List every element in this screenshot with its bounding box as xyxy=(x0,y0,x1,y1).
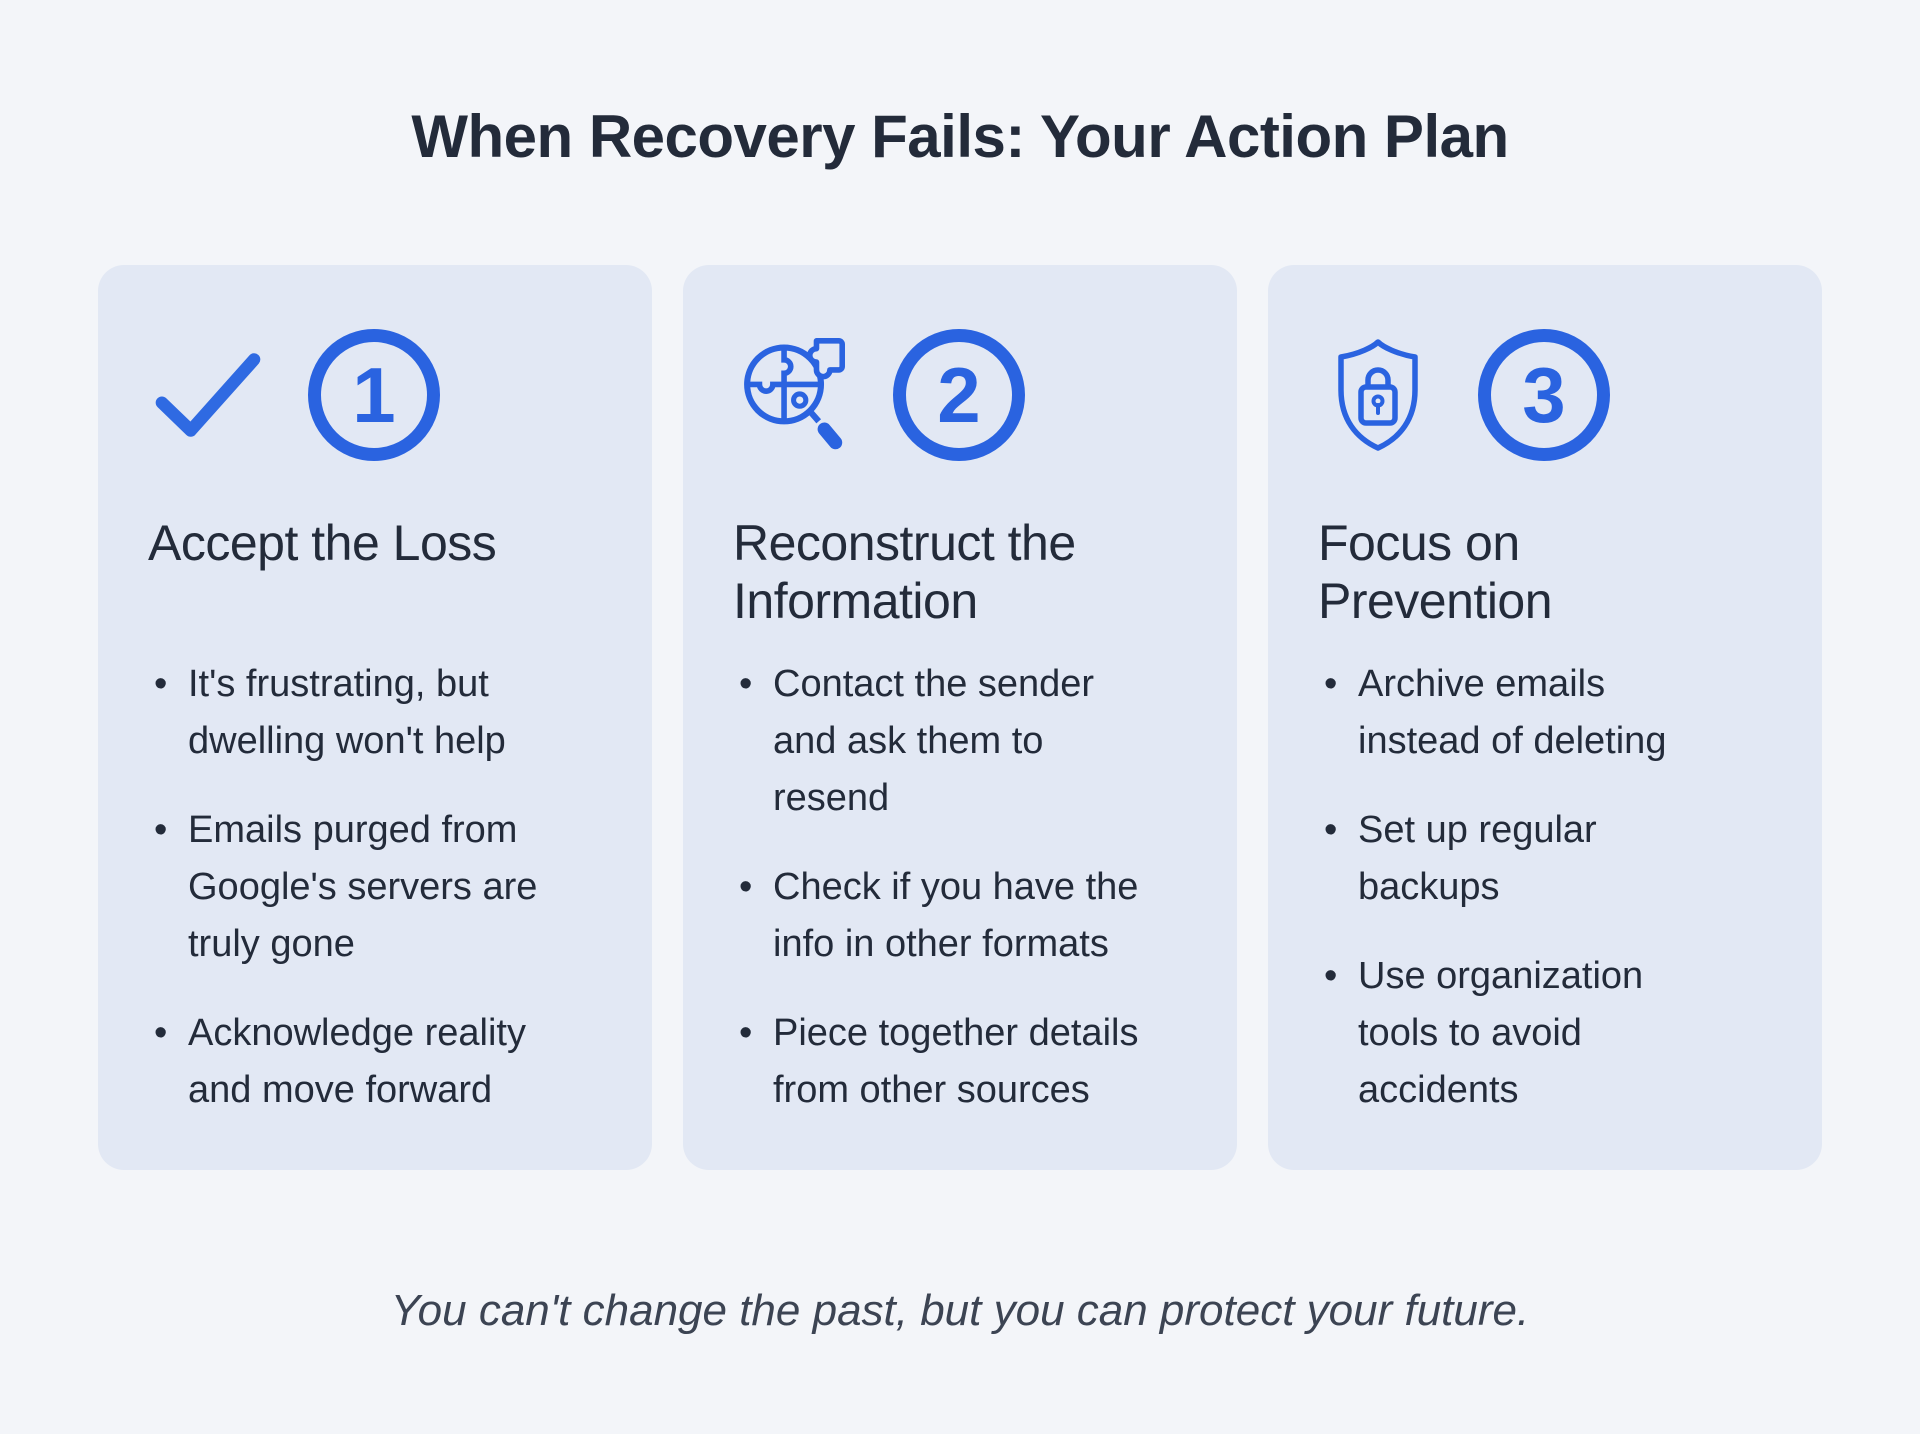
footer-quote: You can't change the past, but you can p… xyxy=(390,1286,1530,1335)
bullet-item: Use organization tools to avoid accident… xyxy=(1318,948,1733,1119)
bullet-item: Piece together details from other source… xyxy=(733,1005,1148,1119)
card-heading: Focus on Prevention xyxy=(1318,515,1553,629)
bullet-item: Check if you have the info in other form… xyxy=(733,859,1148,973)
checkmark-icon xyxy=(148,347,268,443)
bullet-item: Contact the sender and ask them to resen… xyxy=(733,656,1148,827)
page-title: When Recovery Fails: Your Action Plan xyxy=(411,103,1509,170)
bullet-item: It's frustrating, but dwelling won't hel… xyxy=(148,656,563,770)
card-heading: Reconstruct the Information xyxy=(733,515,1076,629)
action-cards-row: 1 Accept the Loss It's frustrating, but … xyxy=(98,265,1822,1170)
card-icon-row: 1 xyxy=(148,327,602,462)
bullet-item: Archive emails instead of deleting xyxy=(1318,656,1733,770)
step-number: 1 xyxy=(352,350,396,439)
magnifier-puzzle-icon xyxy=(733,333,853,456)
step-number: 3 xyxy=(1522,350,1566,439)
shield-lock-icon xyxy=(1318,335,1438,455)
step-number-badge: 3 xyxy=(1478,328,1610,461)
card-icon-row: 2 xyxy=(733,327,1187,462)
card-bullet-list: It's frustrating, but dwelling won't hel… xyxy=(148,656,563,1119)
step-number: 2 xyxy=(937,350,981,439)
bullet-item: Acknowledge reality and move forward xyxy=(148,1005,563,1119)
card-bullet-list: Contact the sender and ask them to resen… xyxy=(733,656,1148,1119)
card-accept-the-loss: 1 Accept the Loss It's frustrating, but … xyxy=(98,265,652,1170)
bullet-item: Set up regular backups xyxy=(1318,802,1733,916)
card-icon-row: 3 xyxy=(1318,327,1772,462)
card-focus-on-prevention: 3 Focus on Prevention Archive emails ins… xyxy=(1268,265,1822,1170)
bullet-item: Emails purged from Google's servers are … xyxy=(148,802,563,973)
card-reconstruct-information: 2 Reconstruct the Information Contact th… xyxy=(683,265,1237,1170)
card-bullet-list: Archive emails instead of deleting Set u… xyxy=(1318,656,1733,1119)
card-heading: Accept the Loss xyxy=(148,515,497,571)
step-number-badge: 1 xyxy=(308,328,440,461)
step-number-badge: 2 xyxy=(893,328,1025,461)
